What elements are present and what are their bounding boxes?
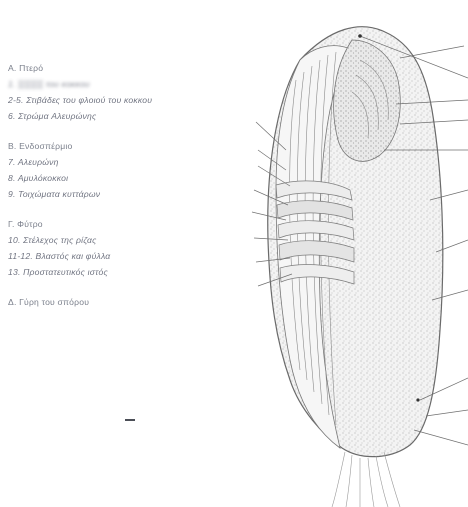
marker-dot: [358, 34, 362, 38]
marker-dot: [416, 398, 419, 401]
root-hairs: [332, 452, 400, 507]
